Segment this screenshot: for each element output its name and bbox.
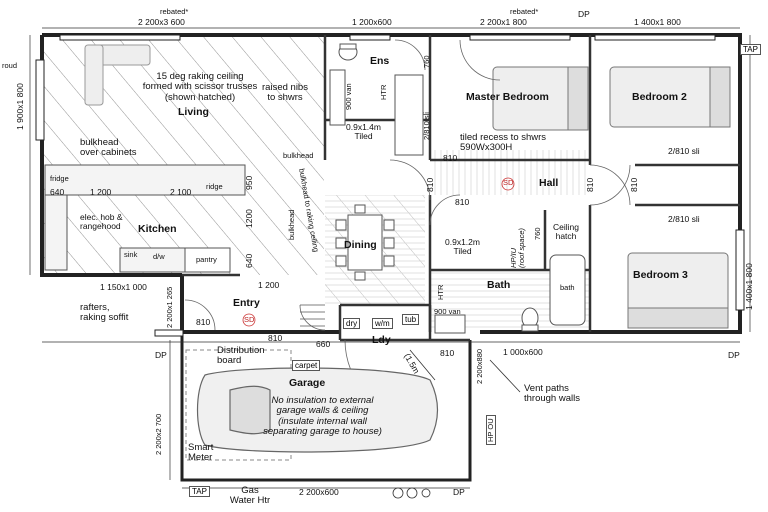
dim-kitchen-2100: 2 100 bbox=[170, 187, 192, 197]
note-bulkhead-2: bulkhead bbox=[287, 209, 296, 240]
marker-dp-bottom-left: DP bbox=[155, 350, 167, 360]
dim-door-810-2: 810 bbox=[425, 177, 435, 192]
dim-door-810-8: 810 bbox=[440, 348, 455, 358]
dim-640-vertical: 640 bbox=[244, 253, 254, 268]
fixture-pantry: pantry bbox=[196, 255, 217, 264]
fixture-bath: bath bbox=[560, 283, 575, 292]
fixture-van-ldy: 900 van bbox=[434, 307, 461, 316]
fixture-sink: sink bbox=[124, 250, 138, 259]
note-smart-meter: Smart Meter bbox=[188, 442, 214, 464]
dining-table bbox=[335, 204, 395, 281]
room-bedroom-2: Bedroom 2 bbox=[632, 91, 687, 103]
dim-garage-side: 2 200x880 bbox=[475, 348, 484, 384]
dim-entry-1200: 1 200 bbox=[258, 280, 280, 290]
note-ens-tiled: 0.9x1.4m Tiled bbox=[346, 122, 381, 142]
label-rebated-1: rebated* bbox=[160, 7, 189, 16]
dim-door-810-6: 810 bbox=[196, 317, 211, 327]
note-bulkhead-cabinets: bulkhead over cabinets bbox=[80, 137, 137, 159]
fixture-van-ens: 900 van bbox=[344, 83, 353, 110]
marker-roud: roud bbox=[2, 61, 18, 70]
fixture-dw: d/w bbox=[153, 252, 165, 261]
room-hall: Hall bbox=[539, 177, 559, 189]
dim-door-810-3: 810 bbox=[585, 177, 595, 192]
dim-entry-window: 1 150x1 000 bbox=[100, 282, 147, 292]
note-vent-paths: Vent paths through walls bbox=[524, 383, 580, 405]
note-tiled-recess: tiled recess to shwrs 590Wx300H bbox=[460, 132, 547, 154]
fixture-carpet: carpet bbox=[292, 360, 321, 371]
note-hp-iu: HP/IU (roof space) bbox=[509, 227, 527, 268]
car-outline bbox=[196, 367, 439, 453]
note-raking-ceiling: 15 deg raking ceiling formed with scisso… bbox=[142, 71, 258, 103]
room-laundry: Ldy bbox=[372, 334, 391, 346]
beds bbox=[492, 66, 731, 329]
room-dining: Dining bbox=[344, 239, 377, 251]
room-kitchen: Kitchen bbox=[138, 223, 177, 235]
dim-top-left: 2 200x3 600 bbox=[138, 17, 185, 27]
room-ensuite: Ens bbox=[370, 55, 390, 67]
note-rafters: rafters, raking soffit bbox=[80, 302, 129, 324]
dim-top-right-a: 2 200x1 800 bbox=[480, 17, 527, 27]
dim-door-760-2: 760 bbox=[533, 227, 542, 240]
note-bath-tiled: 0.9x1.2m Tiled bbox=[445, 237, 480, 257]
fixture-wm: w/m bbox=[372, 318, 393, 329]
marker-sd-entry: SD bbox=[244, 315, 255, 324]
marker-dp-garage: DP bbox=[453, 487, 465, 497]
note-bulkhead-1: bulkhead bbox=[283, 151, 314, 160]
note-ceiling-hatch: Ceiling hatch bbox=[553, 222, 579, 242]
dim-door-810-5: 810 bbox=[455, 197, 470, 207]
fixture-tub: tub bbox=[402, 314, 420, 325]
marker-dp-bottom-right: DP bbox=[728, 350, 740, 360]
dim-garage-vertical: 2 200x2 700 bbox=[154, 413, 163, 455]
fixture-hp-ou: HP OU bbox=[486, 415, 497, 445]
fixture-fridge-2: ridge bbox=[206, 182, 223, 191]
marker-tap-right: TAP bbox=[740, 44, 761, 55]
dim-door-760-1: 760 bbox=[422, 55, 431, 68]
dim-950: 950 bbox=[244, 175, 254, 190]
room-living: Living bbox=[178, 106, 209, 118]
fixture-dry: dry bbox=[343, 318, 361, 329]
note-garage-insulation: No insulation to external garage walls &… bbox=[263, 395, 382, 438]
dim-top-mid: 1 200x600 bbox=[352, 17, 392, 27]
dim-top-right-b: 1 400x1 800 bbox=[634, 17, 681, 27]
garage-walls bbox=[180, 332, 472, 482]
dim-entry-window-vertical: 2 200x1 265 bbox=[165, 286, 174, 328]
note-raised-nibs: raised nibs to shwrs bbox=[262, 82, 308, 104]
marker-sd-hall: SD bbox=[503, 178, 514, 187]
dim-sliding-1: 2/810 sli bbox=[422, 112, 431, 140]
dim-right-vertical: 1 400x1 800 bbox=[744, 263, 754, 310]
dim-bottom-mid: 1 000x600 bbox=[503, 347, 543, 357]
room-bedroom-3: Bedroom 3 bbox=[633, 269, 688, 281]
dim-left-vertical: 1 900x1 800 bbox=[15, 83, 25, 130]
fixture-htr-bath: HTR bbox=[436, 284, 445, 300]
dim-kitchen-1200: 1 200 bbox=[90, 187, 112, 197]
dim-door-810-1: 810 bbox=[443, 153, 458, 163]
room-garage: Garage bbox=[289, 377, 326, 389]
dim-garage-bottom: 2 200x600 bbox=[299, 487, 339, 497]
label-rebated-2: rebated* bbox=[510, 7, 539, 16]
fixture-fridge-1: fridge bbox=[50, 174, 69, 183]
fixture-htr-ens: HTR bbox=[379, 84, 388, 100]
room-entry: Entry bbox=[233, 297, 260, 309]
dim-sliding-3: 2/810 sli bbox=[668, 214, 700, 224]
dim-door-810-7: 810 bbox=[268, 333, 283, 343]
kitchen-benches bbox=[44, 164, 246, 273]
marker-dp-top: DP bbox=[578, 9, 590, 19]
dim-door-810-4: 810 bbox=[629, 177, 639, 192]
dim-door-660: 660 bbox=[316, 339, 331, 349]
note-distribution: Distribution board bbox=[217, 345, 265, 367]
marker-tap-bottom: TAP bbox=[189, 486, 210, 497]
dim-sliding-2: 2/810 sli bbox=[668, 146, 700, 156]
note-gas-water-htr: Gas Water Htr bbox=[229, 485, 271, 507]
room-bath: Bath bbox=[487, 279, 511, 291]
dim-kitchen-640: 640 bbox=[50, 187, 65, 197]
note-elec-hob: elec. hob & rangehood bbox=[80, 212, 123, 232]
room-master-bedroom: Master Bedroom bbox=[466, 91, 549, 103]
dim-1200-vertical: 1200 bbox=[244, 209, 254, 228]
